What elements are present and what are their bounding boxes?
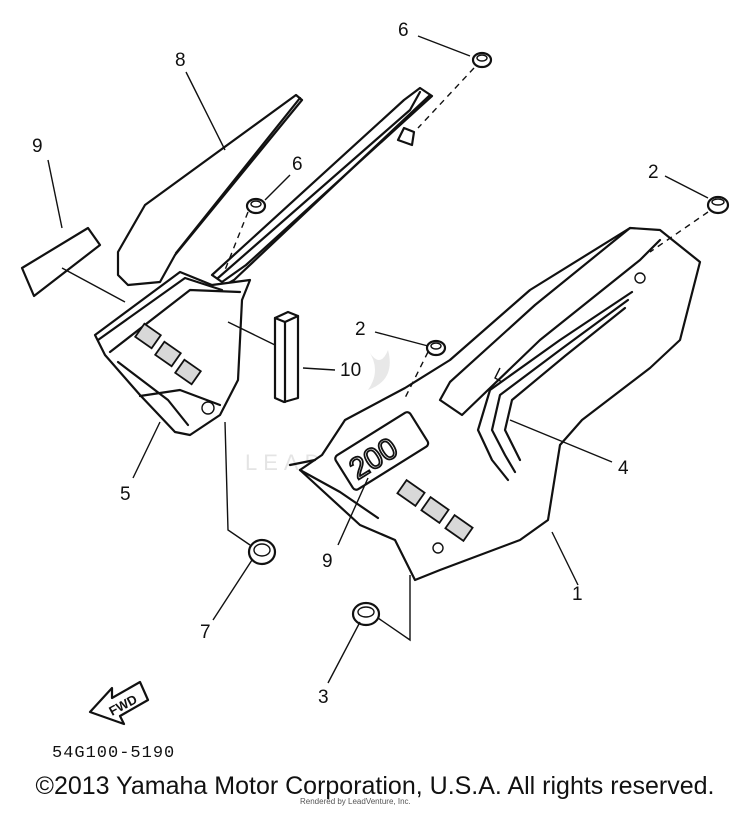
callout-2-right: 2 [648, 162, 659, 183]
grommet-2-mid [425, 339, 447, 357]
grommet-6-mid [245, 197, 267, 215]
callouts: 8 9 6 6 2 2 10 4 5 9 1 7 3 [32, 20, 659, 708]
side-cover-left-body [93, 270, 252, 437]
foam-strip [273, 310, 300, 404]
decal-left [20, 226, 102, 298]
callout-6-mid: 6 [292, 154, 303, 175]
callout-9-left: 9 [32, 136, 43, 157]
grommet-6-top [471, 51, 493, 69]
leader-lines [47, 35, 709, 684]
grommet-3 [351, 601, 381, 627]
callout-2-mid: 2 [355, 319, 366, 340]
copyright-text: ©2013 Yamaha Motor Corporation, U.S.A. A… [35, 772, 715, 800]
callout-4: 4 [618, 458, 629, 479]
callout-10: 10 [340, 360, 361, 381]
small-credit-text: Rendered by LeadVenture, Inc. [300, 797, 411, 806]
callout-8: 8 [175, 50, 186, 71]
side-cover-right: 200 [288, 226, 702, 582]
part-code: 54G100-5190 [52, 744, 175, 763]
callout-6-top: 6 [398, 20, 409, 41]
grommet-7 [247, 538, 277, 566]
callout-5: 5 [120, 484, 131, 505]
grommet-2-right [706, 195, 730, 215]
callout-3: 3 [318, 687, 329, 708]
callout-1: 1 [572, 584, 583, 605]
fwd-arrow-icon: FWD [88, 680, 150, 726]
callout-7: 7 [200, 622, 211, 643]
callout-9-right: 9 [322, 551, 333, 572]
side-cover-left-panel [116, 86, 434, 290]
assembly-lines [61, 67, 709, 642]
